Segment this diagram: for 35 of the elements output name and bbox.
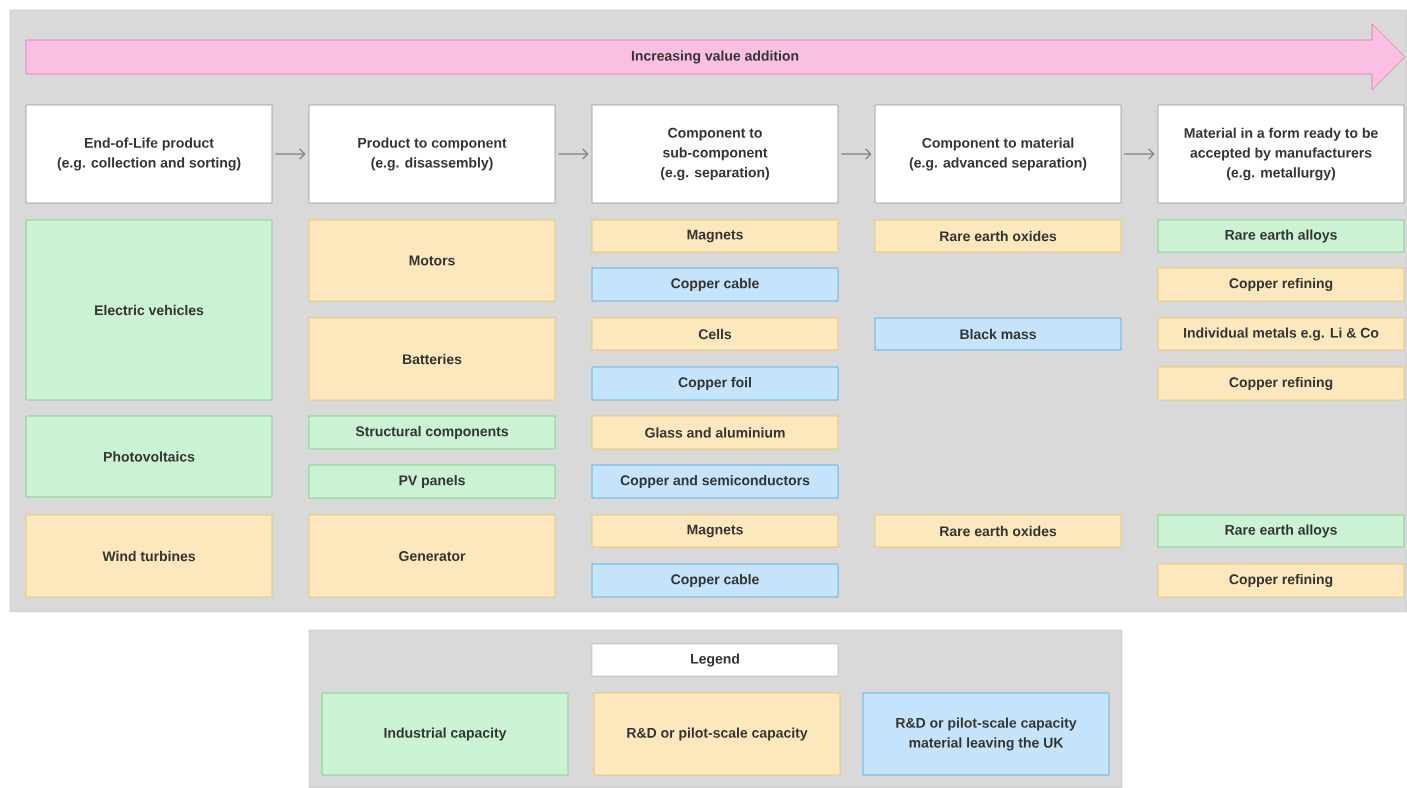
stage-box: End-of-Life product (e.g. collection and sorting) bbox=[25, 104, 273, 204]
arrow bbox=[274, 148, 306, 160]
capacity-box: Black mass bbox=[874, 317, 1122, 351]
capacity-box: Rare earth alloys bbox=[1157, 219, 1405, 253]
capacity-box: Magnets bbox=[591, 219, 839, 253]
capacity-box: Motors bbox=[308, 219, 556, 302]
capacity-box: Copper refining bbox=[1157, 563, 1405, 598]
capacity-box: Batteries bbox=[308, 317, 556, 401]
capacity-box: Generator bbox=[308, 514, 556, 598]
capacity-box: Rare earth oxides bbox=[874, 219, 1122, 253]
capacity-box: Photovoltaics bbox=[25, 415, 273, 498]
capacity-box: Magnets bbox=[591, 514, 839, 548]
capacity-box: Electric vehicles bbox=[25, 219, 273, 401]
capacity-box: Individual metals e.g. Li & Co bbox=[1157, 317, 1405, 351]
capacity-box: Copper and semiconductors bbox=[591, 464, 839, 499]
capacity-box: Structural components bbox=[308, 415, 556, 450]
capacity-box: Copper cable bbox=[591, 563, 839, 598]
stage-box: Product to component (e.g. disassembly) bbox=[308, 104, 556, 204]
capacity-box: Copper refining bbox=[1157, 267, 1405, 302]
capacity-box: Copper foil bbox=[591, 366, 839, 401]
stage-box: Component to material (e.g. advanced separation) bbox=[874, 104, 1122, 204]
stage-box: Component to sub-component (e.g. separation) bbox=[591, 104, 839, 204]
capacity-box: Copper refining bbox=[1157, 366, 1405, 401]
capacity-box: Glass and aluminium bbox=[591, 415, 839, 450]
arrow bbox=[1123, 148, 1155, 160]
capacity-box: Cells bbox=[591, 317, 839, 351]
arrow bbox=[557, 148, 589, 160]
capacity-box: Rare earth oxides bbox=[874, 514, 1122, 548]
arrow bbox=[840, 148, 872, 160]
capacity-box: Rare earth alloys bbox=[1157, 514, 1405, 548]
capacity-box: Wind turbines bbox=[25, 514, 273, 598]
legend-heading: Legend bbox=[591, 643, 839, 677]
capacity-box: Copper cable bbox=[591, 267, 839, 302]
capacity-box: PV panels bbox=[308, 464, 556, 499]
stage-box: Material in a form ready to be accepted by manufacturers (e.g. metallurgy) bbox=[1157, 104, 1405, 204]
